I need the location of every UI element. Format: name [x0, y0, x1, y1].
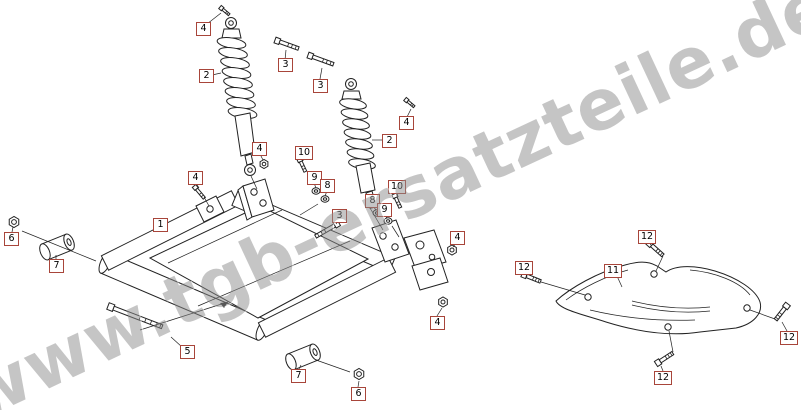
bolt-shock-lower-right-drawing [391, 192, 403, 209]
bolt-shock-top-left-drawing [273, 36, 300, 51]
washer-9-right-drawing [383, 217, 393, 225]
screw-top-right-drawing [403, 96, 416, 109]
skid-plate-bolt-bottom-drawing [653, 350, 675, 368]
skid-plate-bolt-top-drawing [645, 239, 665, 258]
nut-pivot-right-drawing [353, 367, 365, 381]
nut-rear-lower-drawing [438, 296, 448, 308]
nut-pivot-left-drawing [8, 215, 20, 229]
shock-absorber-left-drawing [216, 17, 258, 176]
nut-shock-lower-left-drawing [259, 158, 269, 170]
swingarm-drawing [98, 178, 449, 341]
nut-rear-upper-drawing [447, 244, 457, 256]
skid-plate-drawing [555, 261, 762, 335]
skid-plate-bolt-right-drawing [773, 301, 792, 322]
shock-absorber-right-drawing [339, 78, 377, 209]
pivot-bolt-drawing [106, 302, 164, 330]
screw-top-left-drawing [218, 4, 231, 17]
washer-8-left-drawing [320, 195, 330, 203]
washer-9-left-drawing [311, 187, 321, 195]
skid-plate-bolt-front-drawing [520, 270, 542, 284]
bushing-right-drawing [285, 343, 321, 371]
bolt-shock-top-right-drawing [306, 51, 335, 67]
screw-swingarm-left-drawing [191, 183, 207, 200]
bolt-shock-lower-left-drawing [296, 156, 308, 173]
bushing-left-drawing [39, 233, 75, 261]
